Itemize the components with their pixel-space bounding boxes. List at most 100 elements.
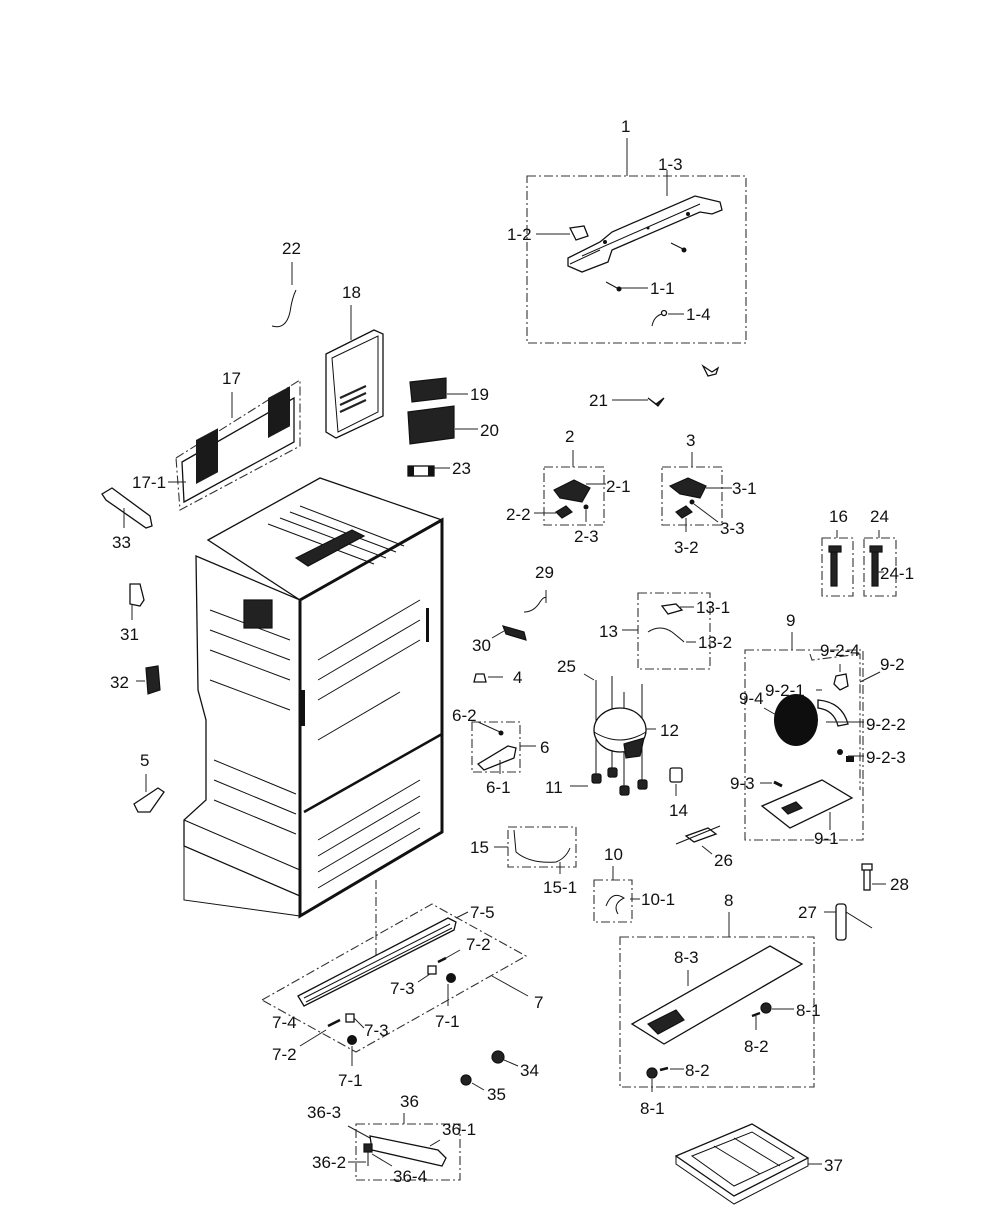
fan-blade-10-1	[605, 894, 625, 915]
label-20: 20	[480, 421, 499, 440]
group-8-box	[619, 936, 815, 1088]
fan-base-9-1	[760, 779, 854, 829]
hinge-plate-2-2	[555, 505, 573, 519]
label-2: 2	[565, 427, 574, 446]
label-15-1: 15-1	[543, 878, 577, 897]
group-16-box	[821, 537, 854, 597]
label-11: 11	[545, 778, 563, 797]
label-36-3: 36-3	[307, 1103, 341, 1122]
label-10-1: 10-1	[641, 890, 675, 909]
cap-4	[473, 673, 487, 683]
label-14: 14	[669, 801, 688, 820]
bracket-9-2-4	[833, 673, 849, 691]
part-group-7: 7-5 7-2 7-3 7-1 7 7-4 7-3 7-2 7-1	[260, 880, 543, 1090]
group-7-box	[260, 903, 528, 1053]
wire-13-2	[647, 627, 685, 643]
cover-31	[129, 583, 145, 607]
part-group-37: 37	[674, 1123, 843, 1205]
label-7-4: 7-4	[272, 1013, 297, 1032]
pin-21	[647, 397, 665, 407]
cover-13-1	[660, 603, 684, 615]
label-8-2: 8-2	[744, 1037, 769, 1056]
label-8-1b: 8-1	[640, 1099, 665, 1118]
part-group-8: 8 8-3 8-1 8-2 8-2 8-1	[619, 891, 821, 1118]
label-12: 12	[660, 721, 679, 740]
label-34: 34	[520, 1061, 539, 1080]
bracket-26	[684, 827, 718, 843]
label-19: 19	[470, 385, 489, 404]
label-6-1: 6-1	[486, 778, 511, 797]
label-31: 31	[120, 625, 139, 644]
group-24-box	[863, 537, 897, 597]
label-9-2-4: 9-2-4	[820, 641, 860, 660]
part-group-15-10: 15 15-1 10 10-1	[470, 826, 675, 923]
group-13-box	[637, 592, 711, 670]
label-1: 1	[621, 117, 630, 136]
label-28: 28	[890, 875, 909, 894]
spacer-35	[460, 1074, 472, 1086]
rail-7-4	[297, 917, 457, 1007]
label-23: 23	[452, 459, 471, 478]
label-36-4: 36-4	[393, 1167, 427, 1186]
part-group-34-35: 34 35	[460, 1050, 539, 1104]
clip-part	[569, 225, 589, 241]
roller-7-3	[427, 965, 437, 975]
sensor-wire-29	[523, 597, 547, 613]
part-group-misc-right: 26 28 27	[675, 825, 909, 941]
label-7-1: 7-1	[435, 1012, 460, 1031]
hinge-5	[133, 787, 165, 813]
pcb-19	[409, 377, 447, 403]
label-1-3: 1-3	[658, 155, 683, 174]
label-3-1: 3-1	[732, 479, 757, 498]
group-2-box	[543, 466, 605, 526]
hinge-small-part	[701, 364, 720, 377]
label-8-3: 8-3	[674, 948, 699, 967]
part-group-1: 1 1-3 1-2 1-1 1-4	[507, 117, 747, 377]
group-3-box	[661, 466, 723, 526]
label-15: 15	[470, 838, 489, 857]
label-35: 35	[487, 1085, 506, 1104]
label-4: 4	[513, 668, 522, 687]
top-bracket-part	[567, 195, 723, 273]
label-3-2: 3-2	[674, 538, 699, 557]
label-32: 32	[110, 673, 129, 692]
grommet-8-1	[760, 1002, 772, 1014]
group-17-box	[175, 379, 301, 511]
label-17-1: 17-1	[132, 473, 166, 492]
label-27: 27	[798, 903, 817, 922]
label-36: 36	[400, 1092, 419, 1111]
label-9-2-2: 9-2-2	[866, 715, 906, 734]
label-13-1b: 13-1	[696, 598, 730, 617]
label-17: 17	[222, 369, 241, 388]
label-25: 25	[557, 657, 576, 676]
hinge-pin-24	[871, 547, 879, 587]
label-2-3: 2-3	[574, 527, 599, 546]
label-26: 26	[714, 851, 733, 870]
label-1-4: 1-4	[686, 305, 711, 324]
label-8: 8	[724, 891, 733, 910]
part-group-misc-mid: 29 30 4 6-2 6 6-1	[452, 563, 554, 797]
spacer-34	[491, 1050, 505, 1064]
part-group-36: 36 36-3 36-1 36-2 36-4	[307, 1092, 476, 1186]
label-29: 29	[535, 563, 554, 582]
label-7-2b: 7-2	[272, 1045, 297, 1064]
label-36-1: 36-1	[442, 1120, 476, 1139]
label-9: 9	[786, 611, 795, 630]
label-1-1: 1-1	[650, 279, 675, 298]
label-7-1b: 7-1	[338, 1071, 363, 1090]
label-2-1: 2-1	[606, 477, 631, 496]
label-18: 18	[342, 283, 361, 302]
bracket-30	[502, 625, 527, 641]
label-10: 10	[604, 845, 623, 864]
fan-shroud-9-2-2	[817, 699, 849, 727]
pcb-20	[407, 405, 455, 445]
lever-6-1	[476, 745, 517, 771]
roller-7-3b	[345, 1013, 355, 1023]
label-21: 21	[589, 391, 608, 410]
label-37: 37	[824, 1156, 843, 1175]
label-24-1: 24-1	[880, 564, 914, 583]
wire-harness-part	[271, 289, 297, 328]
handle-36-1	[369, 1135, 447, 1167]
top-control-pcb	[294, 529, 366, 567]
wheel-7-1	[446, 973, 456, 983]
